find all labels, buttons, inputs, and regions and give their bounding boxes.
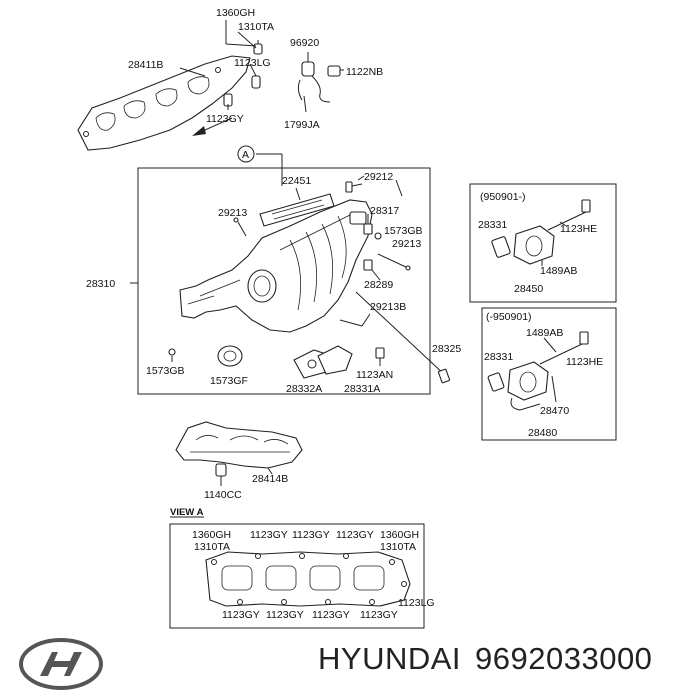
inset-top-28450: 28450 [514,283,543,295]
direction-arrow-icon [192,117,233,136]
callout-29212: 29212 [364,171,393,183]
stud-29213-left [233,217,247,237]
callout-28414b: 28414B [252,473,288,485]
hyundai-logo-icon [19,638,103,690]
gasket-28411b [77,55,251,151]
view-a-top-1123gy-3: 1123GY [336,529,374,541]
brand-name: HYUNDAI [318,641,462,676]
inset-bottom-1489ab: 1489AB [526,327,563,339]
callout-29213-right: 29213 [392,238,421,250]
callout-1360gh-top: 1360GH [216,7,255,19]
view-a-top-1123gy-2: 1123GY [292,529,330,541]
callout-28310: 28310 [86,278,115,290]
inset-top-1123he: 1123HE [560,223,597,235]
callout-1123lg-top: 1123LG [234,57,271,69]
view-a-marker-icon [237,145,255,163]
plug-1573gb-right [374,232,382,240]
part-number: 9692033000 [475,641,653,676]
view-a-bottom-1123gy-3: 1123GY [312,609,350,621]
callout-28317: 28317 [370,205,399,217]
sensor-96920 [297,52,341,103]
inset-bottom-28470: 28470 [540,405,569,417]
view-a-gasket [205,551,411,607]
sensor-28317 [363,223,373,235]
callout-1573gb-right: 1573GB [384,225,423,237]
view-a-top-1123gy-1: 1123GY [250,529,288,541]
callout-29213-left: 29213 [218,207,247,219]
rod-28325 [355,291,451,384]
view-a-title: VIEW A [170,507,204,518]
stud-29213b [339,319,363,327]
view-a-top-1310ta-right: 1310TA [380,541,416,553]
callout-28331a: 28331A [344,383,380,395]
main-assembly-frame [137,167,431,395]
callout-1123an: 1123AN [356,369,393,381]
view-a-top-1360gh-right: 1360GH [380,529,419,541]
bolt-1140cc [215,463,227,486]
stud-1360gh-top [253,40,263,55]
view-a-bottom-1123gy-1: 1123GY [222,609,260,621]
bolt-1123lg-top [251,75,261,89]
callout-22451: 22451 [282,175,311,187]
valve-28480 [487,331,589,411]
callout-96920: 96920 [290,37,319,49]
callout-28411b: 28411B [128,59,163,71]
inset-bottom-1123he: 1123HE [566,356,603,368]
inset-bottom-frame [481,307,617,441]
view-a-marker-label: A [242,149,249,161]
bracket-28289 [363,259,373,271]
callout-1573gf: 1573GF [210,375,248,387]
callout-1799ja: 1799JA [284,119,320,131]
valve-28450 [491,199,591,265]
cap-1573gf [217,345,243,367]
inset-top-date: (950901-) [480,191,526,203]
callout-28325: 28325 [432,343,461,355]
bolt-29212 [345,181,363,193]
view-a-1123lg: 1123LG [398,597,435,609]
inset-top-frame [469,183,617,303]
plug-1573gb-left [168,348,176,356]
callout-28332a: 28332A [286,383,322,395]
inset-top-1489ab: 1489AB [540,265,577,277]
callout-1573gb-left: 1573GB [146,365,185,377]
inset-bottom-28480: 28480 [528,427,557,439]
brand-part-number: HYUNDAI 9692033000 [318,641,666,677]
view-a-top-1310ta-left: 1310TA [194,541,230,553]
view-a-bottom-1123gy-4: 1123GY [360,609,398,621]
callout-1123gy-top: 1123GY [206,113,244,125]
view-a-top-1360gh-left: 1360GH [192,529,231,541]
view-a-frame [169,523,425,629]
heat-shield-28414b [175,421,303,469]
inset-top-28331: 28331 [478,219,507,231]
callout-29213b: 29213B [370,301,406,313]
stud-29213-right [377,253,411,271]
view-a-bottom-1123gy-2: 1123GY [266,609,304,621]
cover-28331a [317,345,353,375]
inset-bottom-date: (-950901) [486,311,532,323]
callout-1310ta-top: 1310TA [238,21,274,33]
callout-28289: 28289 [364,279,393,291]
callout-1122nb: 1122NB [346,66,383,78]
inset-bottom-28331: 28331 [484,351,513,363]
callout-1140cc: 1140CC [204,489,242,501]
intake-manifold [179,199,373,333]
bolt-1123an [375,347,385,366]
